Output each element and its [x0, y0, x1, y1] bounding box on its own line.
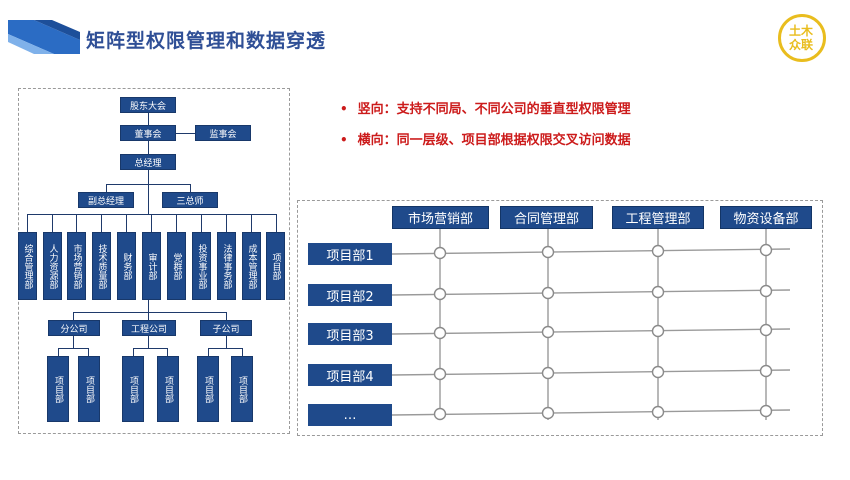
- matrix-node: [651, 285, 665, 299]
- org-dept: 综合管理部: [18, 232, 37, 300]
- org-project: 项目部: [47, 356, 69, 422]
- matrix-node: [759, 323, 773, 337]
- logo-text-bottom: 众联: [789, 38, 814, 52]
- header-chevron-icon: [8, 20, 80, 54]
- matrix-node: [759, 404, 773, 418]
- matrix-column-header: 工程管理部: [612, 206, 704, 229]
- org-dept: 财务部: [117, 232, 136, 300]
- org-node-chief-engineers: 三总师: [162, 192, 218, 208]
- org-dept: 党群部: [167, 232, 186, 300]
- matrix-node: [759, 284, 773, 298]
- org-dept: 技术质量部: [92, 232, 111, 300]
- matrix-node: [541, 366, 555, 380]
- org-dept: 项目部: [266, 232, 285, 300]
- org-node-board: 董事会: [120, 125, 176, 141]
- matrix-node: [759, 243, 773, 257]
- matrix-column-header: 物资设备部: [720, 206, 812, 229]
- logo-text-top: 土木: [789, 24, 814, 38]
- org-node-deputy: 副总经理: [78, 192, 134, 208]
- org-node-shareholders: 股东大会: [120, 97, 176, 113]
- bullet-horizontal: •横向：同一层级、项目部根据权限交叉访问数据: [340, 133, 631, 148]
- matrix-node: [541, 245, 555, 259]
- org-dept: 审计部: [142, 232, 161, 300]
- org-dept: 投资事业部: [192, 232, 211, 300]
- org-branch: 子公司: [200, 320, 252, 336]
- matrix-node: [433, 287, 447, 301]
- matrix-node: [541, 286, 555, 300]
- matrix-node: [433, 246, 447, 260]
- org-branch: 分公司: [48, 320, 100, 336]
- org-dept: 成本管理部: [242, 232, 261, 300]
- bullet-text: 竖向：支持不同局、不同公司的垂直型权限管理: [357, 102, 631, 117]
- org-project: 项目部: [122, 356, 144, 422]
- org-node-supervisory: 监事会: [195, 125, 251, 141]
- matrix-node: [433, 326, 447, 340]
- tumuzhonglian-logo: 土木 众联: [778, 14, 826, 62]
- matrix-node: [541, 325, 555, 339]
- org-dept: 人力资源部: [43, 232, 62, 300]
- matrix-node: [651, 405, 665, 419]
- org-project: 项目部: [231, 356, 253, 422]
- matrix-row-header: 项目部1: [308, 243, 392, 265]
- bullet-vertical: •竖向：支持不同局、不同公司的垂直型权限管理: [340, 102, 631, 117]
- org-branch: 工程公司: [122, 320, 176, 336]
- matrix-row-header: 项目部4: [308, 364, 392, 386]
- matrix-column-header: 合同管理部: [500, 206, 593, 229]
- org-dept: 市场营销部: [67, 232, 86, 300]
- page-title: 矩阵型权限管理和数据穿透: [86, 30, 327, 52]
- matrix-node: [433, 407, 447, 421]
- matrix-node: [541, 406, 555, 420]
- matrix-node: [651, 244, 665, 258]
- matrix-row-header: 项目部2: [308, 284, 392, 306]
- org-project: 项目部: [197, 356, 219, 422]
- org-node-ceo: 总经理: [120, 154, 176, 170]
- matrix-node: [651, 365, 665, 379]
- matrix-frame: [297, 200, 823, 436]
- bullet-text: 横向：同一层级、项目部根据权限交叉访问数据: [357, 133, 631, 148]
- matrix-column-header: 市场营销部: [392, 206, 489, 229]
- org-project: 项目部: [78, 356, 100, 422]
- matrix-row-header: …: [308, 404, 392, 426]
- org-project: 项目部: [157, 356, 179, 422]
- matrix-node: [433, 367, 447, 381]
- org-dept: 法律事务部: [217, 232, 236, 300]
- matrix-row-header: 项目部3: [308, 323, 392, 345]
- matrix-node: [651, 324, 665, 338]
- matrix-node: [759, 364, 773, 378]
